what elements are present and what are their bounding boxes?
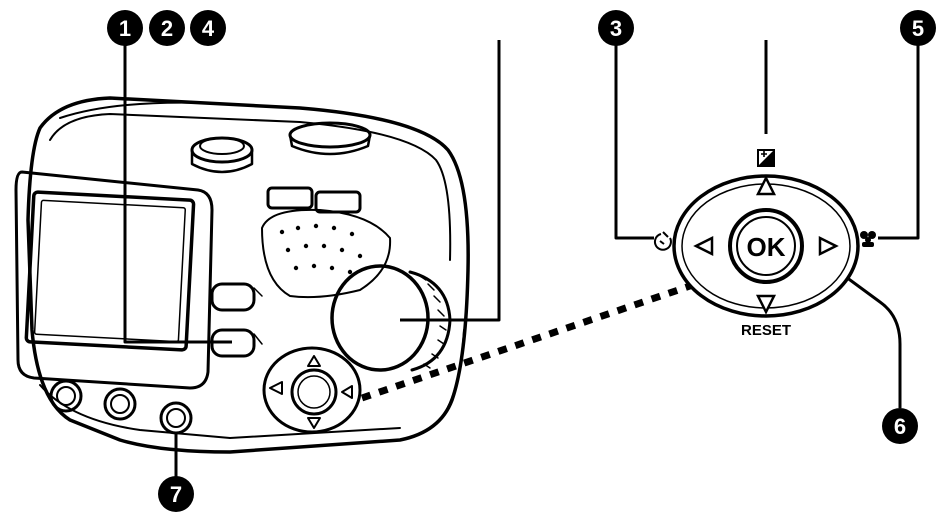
callout-1-badge: 1	[107, 10, 143, 46]
down-arrow-icon[interactable]	[755, 294, 777, 315]
macro-flower-icon	[860, 231, 876, 247]
callout-4-number: 4	[202, 16, 215, 41]
ok-button-label: OK	[747, 232, 786, 262]
callout-3-leader	[614, 42, 654, 240]
ok-button[interactable]: OK	[728, 208, 804, 284]
callout-4-badge: 4	[190, 10, 226, 46]
callout-5-badge: 5	[900, 10, 936, 46]
up-arrow-icon[interactable]	[755, 175, 777, 196]
exposure-compensation-icon	[757, 149, 775, 167]
callout-7-number: 7	[170, 482, 182, 507]
callout-3-number: 3	[610, 16, 622, 41]
callout-1-number: 1	[119, 16, 131, 41]
enlarged-control-pad: OK RESET	[672, 174, 860, 339]
callout-1-leader	[123, 44, 232, 344]
callout-2-badge: 2	[149, 10, 185, 46]
camera-body	[14, 96, 470, 454]
callout-6-number: 6	[894, 414, 906, 439]
right-arrow-icon[interactable]	[818, 235, 839, 257]
callout-5-leader	[878, 42, 920, 240]
callout-6-leader	[811, 250, 902, 408]
callout-7-badge: 7	[158, 476, 194, 512]
leader-lines	[123, 40, 920, 478]
left-arrow-icon[interactable]	[693, 235, 714, 257]
zoom-connector-dotted-line	[360, 282, 692, 402]
reset-label: RESET	[741, 322, 791, 339]
callout-3-badge: 3	[598, 10, 634, 46]
self-timer-icon	[654, 231, 672, 251]
callout-6-badge: 6	[882, 408, 918, 444]
callout-5-number: 5	[912, 16, 924, 41]
callout-2-number: 2	[161, 16, 173, 41]
speaker-grille-dots	[279, 223, 363, 275]
dial-leader	[400, 40, 501, 322]
callout-badges: 1 2 4 3 5 6 7	[107, 10, 936, 512]
